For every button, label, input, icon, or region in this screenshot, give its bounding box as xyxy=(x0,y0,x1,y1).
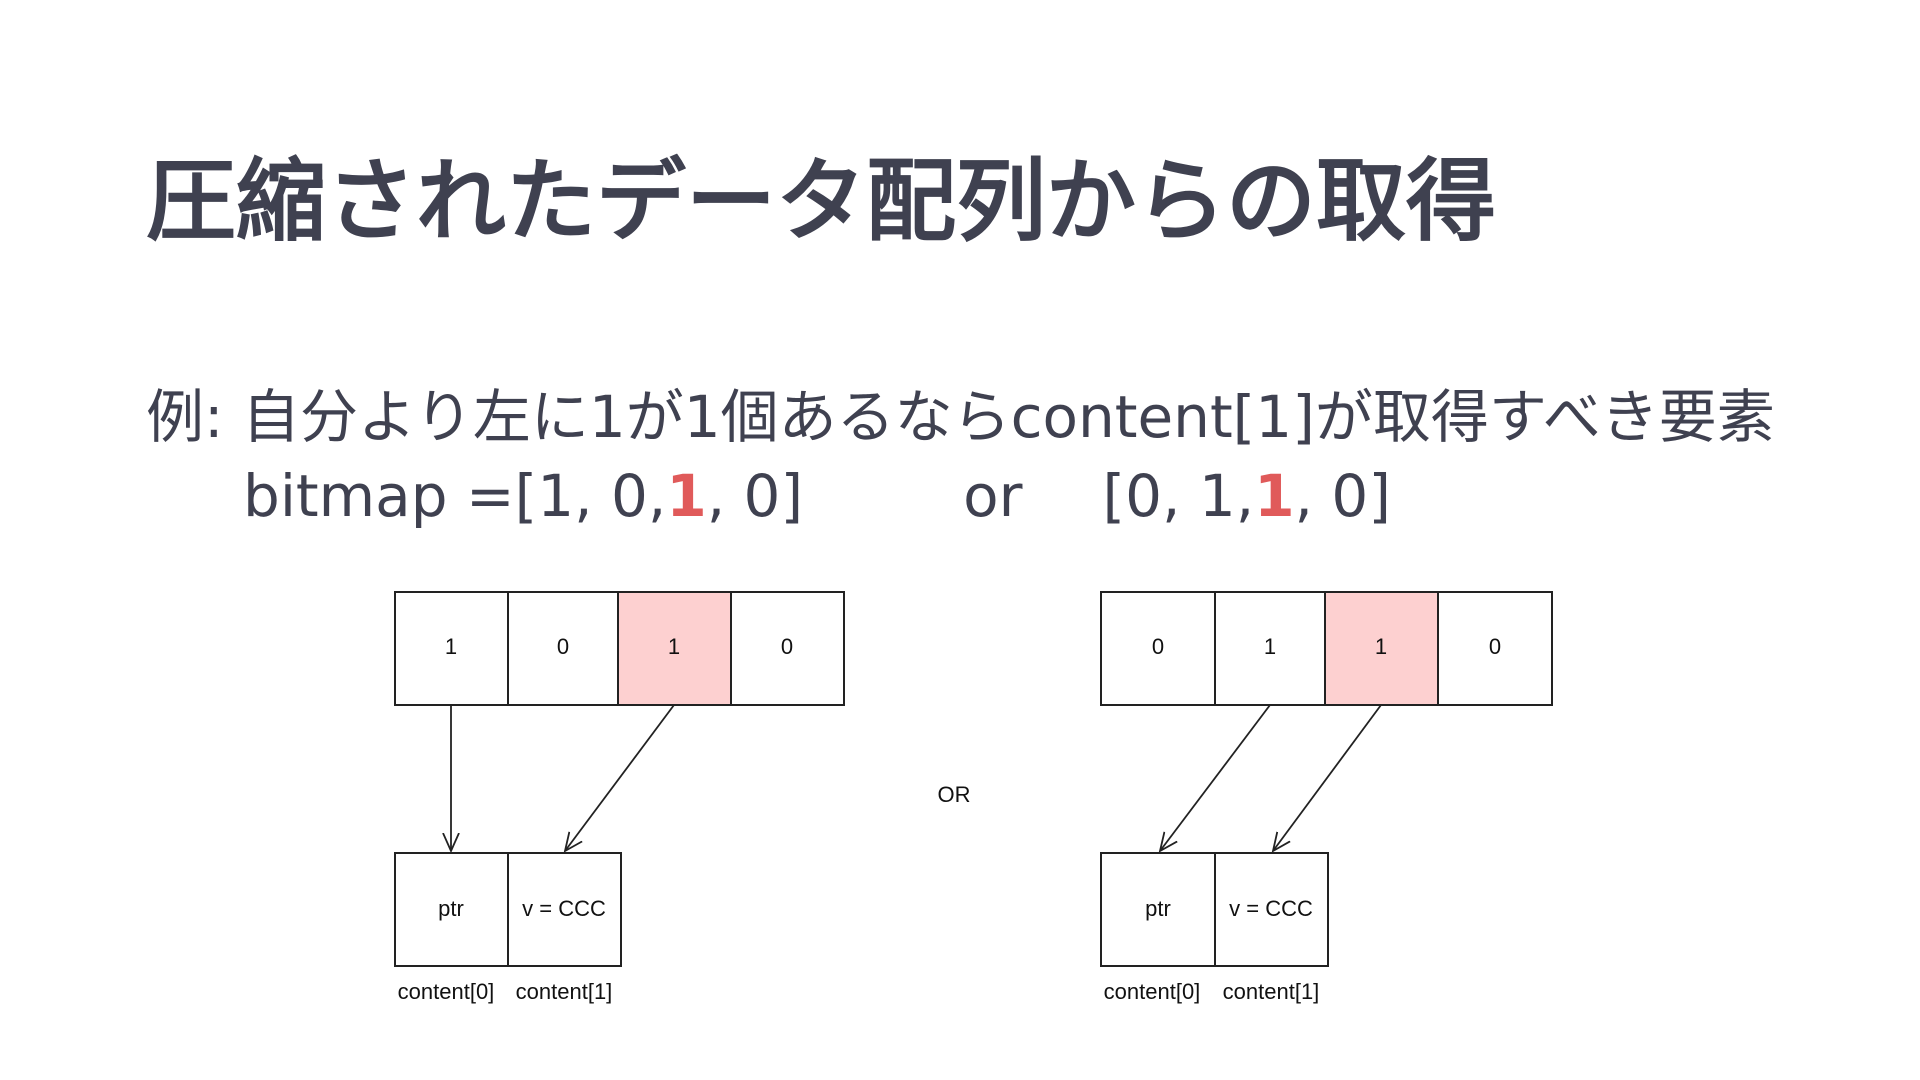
right-bitmap-value-2: 1 xyxy=(1375,634,1387,659)
left-content-value-0: ptr xyxy=(438,896,464,921)
left-content-value-1: v = CCC xyxy=(522,896,606,921)
right-bitmap-cell-3 xyxy=(1437,591,1553,706)
right-sequence-highlight: 1 xyxy=(1254,462,1295,530)
example-description: 例: 自分より左に1が1個あるならcontent[1]が取得すべき要素 xyxy=(146,383,1775,451)
or-text: or xyxy=(963,462,1023,530)
left-bitmap-value-3: 0 xyxy=(781,634,793,659)
right-content-row: ptr v = CCC content[0] content[1] xyxy=(1100,852,1329,1004)
right-bitmap-row: 0 1 1 0 xyxy=(1100,591,1553,706)
right-sequence-post: , 0] xyxy=(1294,462,1391,530)
left-sequence-post: , 0] xyxy=(706,462,804,530)
diagram-or-label: OR xyxy=(938,782,971,807)
right-content-cell-1 xyxy=(1214,852,1329,967)
left-diagram: 1 0 1 0 ptr v = CCC content[0] content[1… xyxy=(394,591,845,1004)
left-content-cell-0 xyxy=(394,852,509,967)
left-arrow-to-content-1 xyxy=(565,704,675,851)
bitmap-label: bitmap = xyxy=(243,462,515,530)
left-bitmap-value-2: 1 xyxy=(668,634,680,659)
right-bitmap-value-0: 0 xyxy=(1152,634,1164,659)
left-bitmap-cell-3 xyxy=(730,591,845,706)
right-bitmap-value-3: 0 xyxy=(1489,634,1501,659)
left-content-cell-1 xyxy=(507,852,622,967)
right-arrow-to-content-0 xyxy=(1160,704,1271,851)
left-content-label-1: content[1] xyxy=(516,979,613,1004)
right-content-label-0: content[0] xyxy=(1104,979,1201,1004)
right-bitmap-value-1: 1 xyxy=(1264,634,1276,659)
right-bitmap-cell-0 xyxy=(1100,591,1216,706)
right-content-value-0: ptr xyxy=(1145,896,1171,921)
left-sequence-highlight: 1 xyxy=(666,462,707,530)
left-content-label-0: content[0] xyxy=(398,979,495,1004)
left-bitmap-row: 1 0 1 0 xyxy=(394,591,845,706)
left-bitmap-value-1: 0 xyxy=(557,634,569,659)
right-content-label-1: content[1] xyxy=(1223,979,1320,1004)
right-diagram: 0 1 1 0 ptr v = CCC content[0] content[1… xyxy=(1100,591,1553,1004)
right-arrow-to-content-1 xyxy=(1273,704,1382,851)
left-content-row: ptr v = CCC content[0] content[1] xyxy=(394,852,622,1004)
right-content-cell-0 xyxy=(1100,852,1216,967)
left-arrows xyxy=(451,704,675,851)
bitmap-examples: bitmap = [1, 0, 1, 0]or[0, 1, 1, 0] xyxy=(243,462,1391,530)
right-bitmap-cell-2 xyxy=(1324,591,1439,706)
left-sequence-pre: [1, 0, xyxy=(514,462,667,530)
slide-title: 圧縮されたデータ配列からの取得 xyxy=(146,149,1496,254)
left-bitmap-value-0: 1 xyxy=(445,634,457,659)
right-sequence-pre: [0, 1, xyxy=(1102,462,1255,530)
right-arrows xyxy=(1160,704,1382,851)
left-bitmap-cell-2 xyxy=(617,591,732,706)
right-content-value-1: v = CCC xyxy=(1229,896,1313,921)
